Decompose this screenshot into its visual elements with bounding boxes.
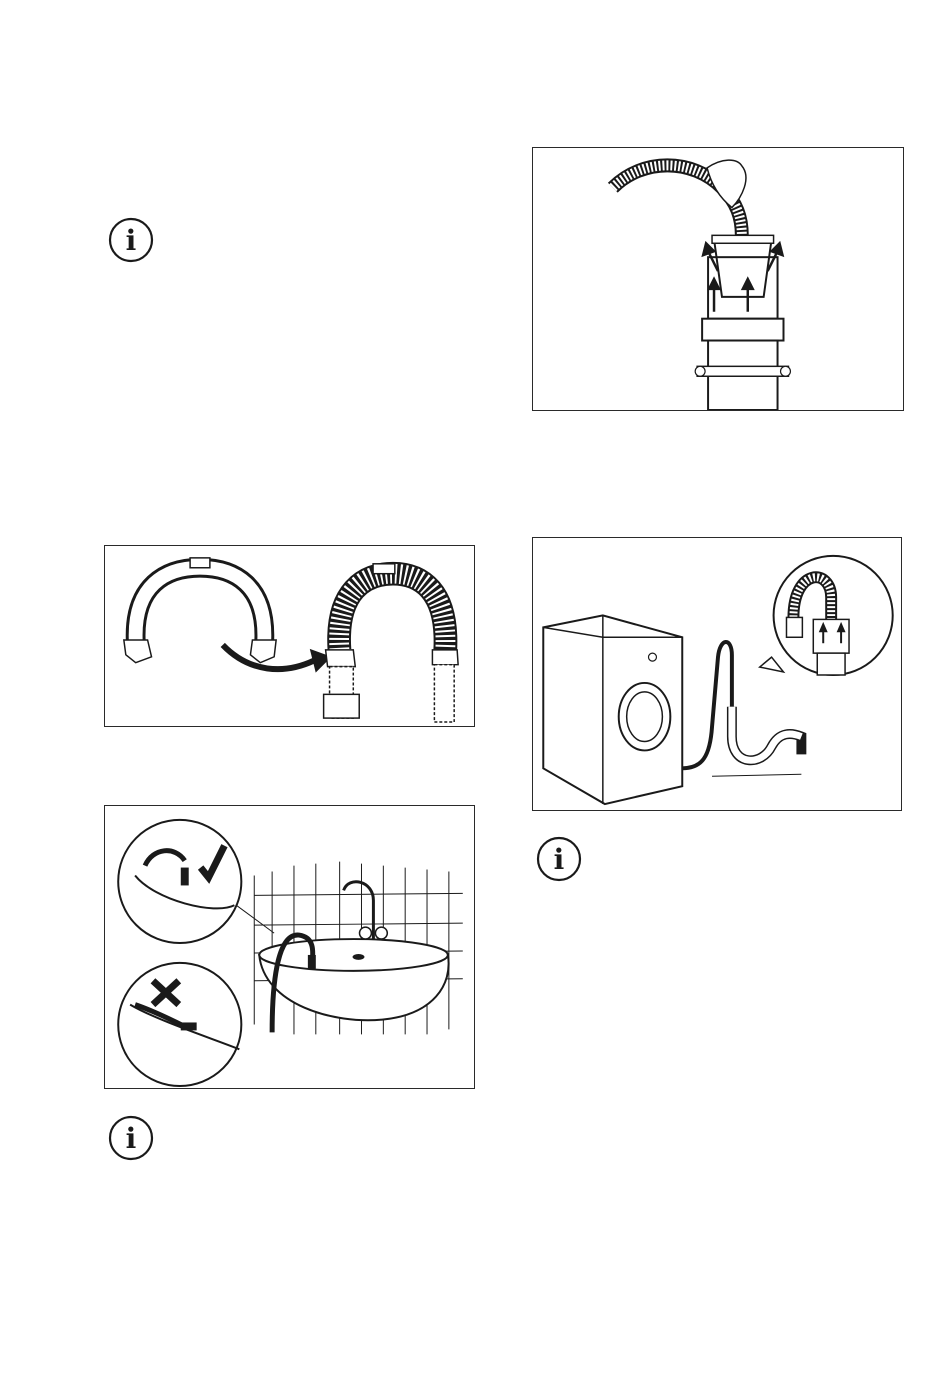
drain-standpipe-hose-insert-illustration (533, 148, 903, 410)
info-glyph: i (126, 224, 137, 257)
info-icon: i (536, 836, 582, 882)
washer-drain-figure (532, 537, 902, 811)
sink-drain-figure (104, 805, 475, 1089)
washer-drain-connection-illustration (533, 538, 901, 810)
info-glyph: i (126, 1122, 137, 1155)
standpipe-figure (532, 147, 904, 411)
info-icon: i (108, 217, 154, 263)
info-icon: i (108, 1115, 154, 1161)
u-shaped-hose-guide-illustration (105, 546, 474, 726)
sink-drain-correct-incorrect-illustration (105, 806, 474, 1088)
info-glyph: i (554, 843, 565, 876)
hose-guide-figure (104, 545, 475, 727)
